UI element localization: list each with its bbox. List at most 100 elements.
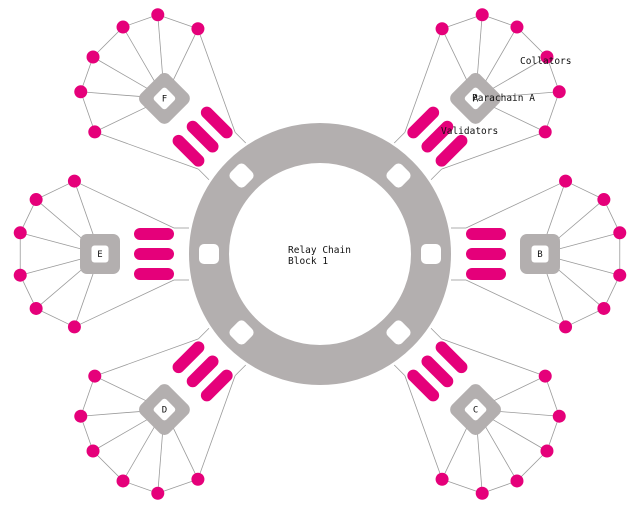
validator-collator-link xyxy=(465,279,566,328)
collator-node xyxy=(13,268,27,282)
parachain-label-c: C xyxy=(473,406,478,416)
relay-chain-slots xyxy=(199,163,441,345)
collator-node xyxy=(540,444,554,458)
parachain-a xyxy=(393,8,566,181)
collator-link xyxy=(80,375,96,417)
collator-link xyxy=(80,91,96,133)
parachain-d xyxy=(74,327,247,500)
collator-link xyxy=(122,480,158,494)
relay-slot xyxy=(386,163,411,188)
collator-node xyxy=(538,125,552,139)
collator-node xyxy=(86,50,100,64)
collator-link xyxy=(482,480,518,494)
collator-node xyxy=(191,472,205,486)
parachain-box-inner xyxy=(464,87,487,110)
collators-label: Collators xyxy=(520,56,571,67)
relay-slot xyxy=(229,320,254,345)
collator-node xyxy=(67,174,81,188)
collator-link xyxy=(565,308,605,328)
collator-link xyxy=(157,14,199,30)
parachain-a-label: Parachain A xyxy=(472,93,535,104)
collator-link xyxy=(35,308,75,328)
collator-link xyxy=(482,14,518,28)
collator-node xyxy=(559,320,573,334)
collator-node xyxy=(86,444,100,458)
validator-collator-link xyxy=(404,375,443,480)
collator-node xyxy=(475,486,489,500)
ring-validator-link xyxy=(393,364,406,376)
parachain-box-inner xyxy=(91,245,109,263)
collator-node xyxy=(552,85,566,99)
validator-node xyxy=(186,355,219,388)
collator-node xyxy=(151,486,165,500)
parachain-e xyxy=(13,174,189,334)
validator-node xyxy=(134,268,174,280)
parachain-label-d: D xyxy=(162,406,167,416)
parachain-box-inner xyxy=(531,245,549,263)
validator-collator-link xyxy=(94,131,199,170)
ring-validator-link xyxy=(430,327,442,340)
collator-link xyxy=(544,375,560,417)
validators-label: Validators xyxy=(441,126,498,137)
relay-chain-title: Relay Chain xyxy=(288,245,351,256)
validator-node xyxy=(435,134,468,167)
ring-validator-link xyxy=(234,132,247,144)
collator-link xyxy=(441,14,483,30)
validator-node xyxy=(172,341,205,374)
ring-validator-link xyxy=(430,168,442,181)
collator-node xyxy=(475,8,489,22)
collator-node xyxy=(435,22,449,36)
collator-node xyxy=(29,193,43,207)
validator-node xyxy=(466,228,506,240)
validator-node xyxy=(407,369,440,402)
validator-node xyxy=(435,341,468,374)
relay-slot xyxy=(229,163,254,188)
collator-link xyxy=(80,56,94,92)
validator-collator-link xyxy=(74,279,175,328)
parachain-box-inner xyxy=(153,398,176,421)
collator-link xyxy=(546,416,560,452)
parachain-box-inner xyxy=(464,398,487,421)
parachain-label-a: A xyxy=(473,94,479,104)
collator-node xyxy=(559,174,573,188)
validator-node xyxy=(172,134,205,167)
parachain-label-e: E xyxy=(97,250,102,260)
relay-slot xyxy=(386,320,411,345)
ring-validator-link xyxy=(198,168,210,181)
collator-node xyxy=(538,369,552,383)
validator-node xyxy=(134,228,174,240)
validator-collator-link xyxy=(94,338,199,377)
validator-collator-link xyxy=(441,338,546,377)
validator-collator-link xyxy=(74,180,175,229)
collator-node xyxy=(191,22,205,36)
collator-node xyxy=(597,193,611,207)
collator-link xyxy=(122,14,158,28)
collator-link xyxy=(92,26,124,58)
collator-link xyxy=(441,478,483,494)
parachain-b xyxy=(451,174,627,334)
validator-node xyxy=(200,106,233,139)
parachain-box-inner xyxy=(153,87,176,110)
collator-node xyxy=(13,226,27,240)
validator-node xyxy=(421,120,454,153)
collator-link xyxy=(516,26,548,58)
collator-node xyxy=(116,20,130,34)
collator-node xyxy=(613,226,627,240)
collator-link xyxy=(35,180,75,200)
collator-node xyxy=(88,369,102,383)
validator-node xyxy=(421,355,454,388)
collator-node xyxy=(435,472,449,486)
ring-validator-link xyxy=(234,364,247,376)
relay-slot xyxy=(421,244,441,264)
validator-collator-link xyxy=(197,28,236,133)
relay-chain-block: Block 1 xyxy=(288,256,328,267)
validator-node xyxy=(466,268,506,280)
validator-node xyxy=(407,106,440,139)
collator-node xyxy=(552,409,566,423)
collator-link xyxy=(516,450,548,482)
parachain-label-b: B xyxy=(537,250,542,260)
validator-collator-link xyxy=(465,180,566,229)
collator-node xyxy=(540,50,554,64)
collator-link xyxy=(157,478,199,494)
